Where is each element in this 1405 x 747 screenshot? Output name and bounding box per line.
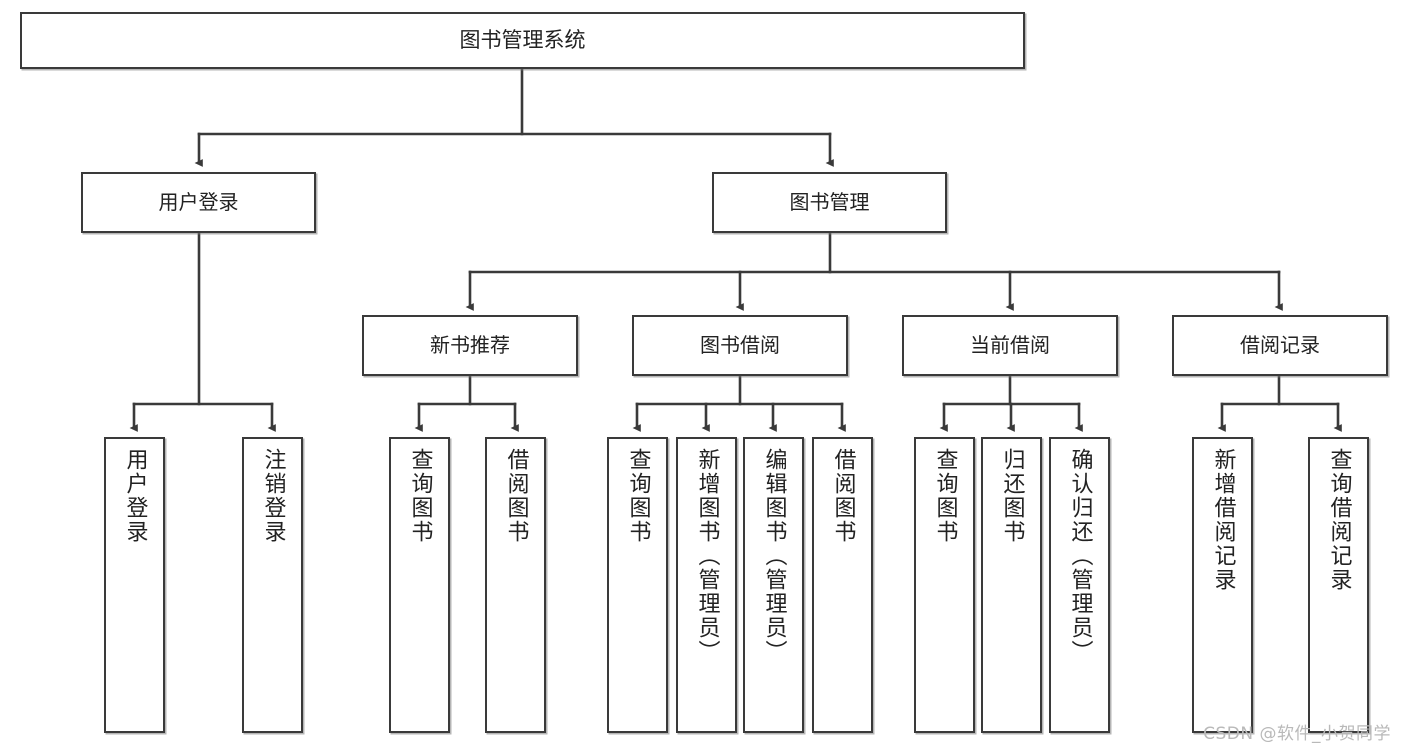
node-book-management-label: 图书管理	[789, 190, 870, 215]
leaf-current-query-book-label: 查询图书	[932, 448, 958, 544]
leaf-borrow-borrow-book-label: 借阅图书	[830, 448, 856, 544]
leaf-recommend-borrow-book-label: 借阅图书	[503, 448, 529, 544]
leaf-record-query-record[interactable]: 查询借阅记录	[1308, 437, 1369, 733]
leaf-record-add-record[interactable]: 新增借阅记录	[1192, 437, 1253, 733]
leaf-current-confirm-return-admin-label: 确认归还（管理员）	[1067, 448, 1093, 664]
node-book-management[interactable]: 图书管理	[712, 172, 947, 233]
node-book-borrow[interactable]: 图书借阅	[632, 315, 848, 376]
node-user-login[interactable]: 用户登录	[81, 172, 316, 233]
node-borrow-record-label: 借阅记录	[1240, 333, 1320, 358]
leaf-borrow-query-book[interactable]: 查询图书	[607, 437, 668, 733]
leaf-recommend-query-book[interactable]: 查询图书	[389, 437, 450, 733]
leaf-borrow-add-book-admin-label: 新增图书（管理员）	[694, 448, 720, 664]
leaf-borrow-edit-book-admin-label: 编辑图书（管理员）	[761, 448, 787, 664]
leaf-borrow-query-book-label: 查询图书	[625, 448, 651, 544]
leaf-current-return-book-label: 归还图书	[999, 448, 1025, 544]
leaf-record-query-record-label: 查询借阅记录	[1326, 448, 1352, 592]
leaf-borrow-add-book-admin[interactable]: 新增图书（管理员）	[676, 437, 737, 733]
leaf-user-login-logout-label: 注销登录	[260, 448, 286, 544]
node-user-login-label: 用户登录	[158, 190, 239, 215]
node-root-book-management-system[interactable]: 图书管理系统	[20, 12, 1025, 69]
leaf-borrow-edit-book-admin[interactable]: 编辑图书（管理员）	[743, 437, 804, 733]
leaf-recommend-borrow-book[interactable]: 借阅图书	[485, 437, 546, 733]
node-new-book-recommend-label: 新书推荐	[430, 333, 510, 358]
leaf-record-add-record-label: 新增借阅记录	[1210, 448, 1236, 592]
leaf-user-login-login-label: 用户登录	[122, 448, 148, 544]
node-new-book-recommend[interactable]: 新书推荐	[362, 315, 578, 376]
leaf-user-login-login[interactable]: 用户登录	[104, 437, 165, 733]
leaf-current-return-book[interactable]: 归还图书	[981, 437, 1042, 733]
leaf-current-query-book[interactable]: 查询图书	[914, 437, 975, 733]
node-root-label: 图书管理系统	[459, 27, 586, 52]
leaf-user-login-logout[interactable]: 注销登录	[242, 437, 303, 733]
node-current-borrow-label: 当前借阅	[970, 333, 1050, 358]
node-book-borrow-label: 图书借阅	[700, 333, 780, 358]
leaf-current-confirm-return-admin[interactable]: 确认归还（管理员）	[1049, 437, 1110, 733]
leaf-borrow-borrow-book[interactable]: 借阅图书	[812, 437, 873, 733]
node-current-borrow[interactable]: 当前借阅	[902, 315, 1118, 376]
leaf-recommend-query-book-label: 查询图书	[407, 448, 433, 544]
node-borrow-record[interactable]: 借阅记录	[1172, 315, 1388, 376]
